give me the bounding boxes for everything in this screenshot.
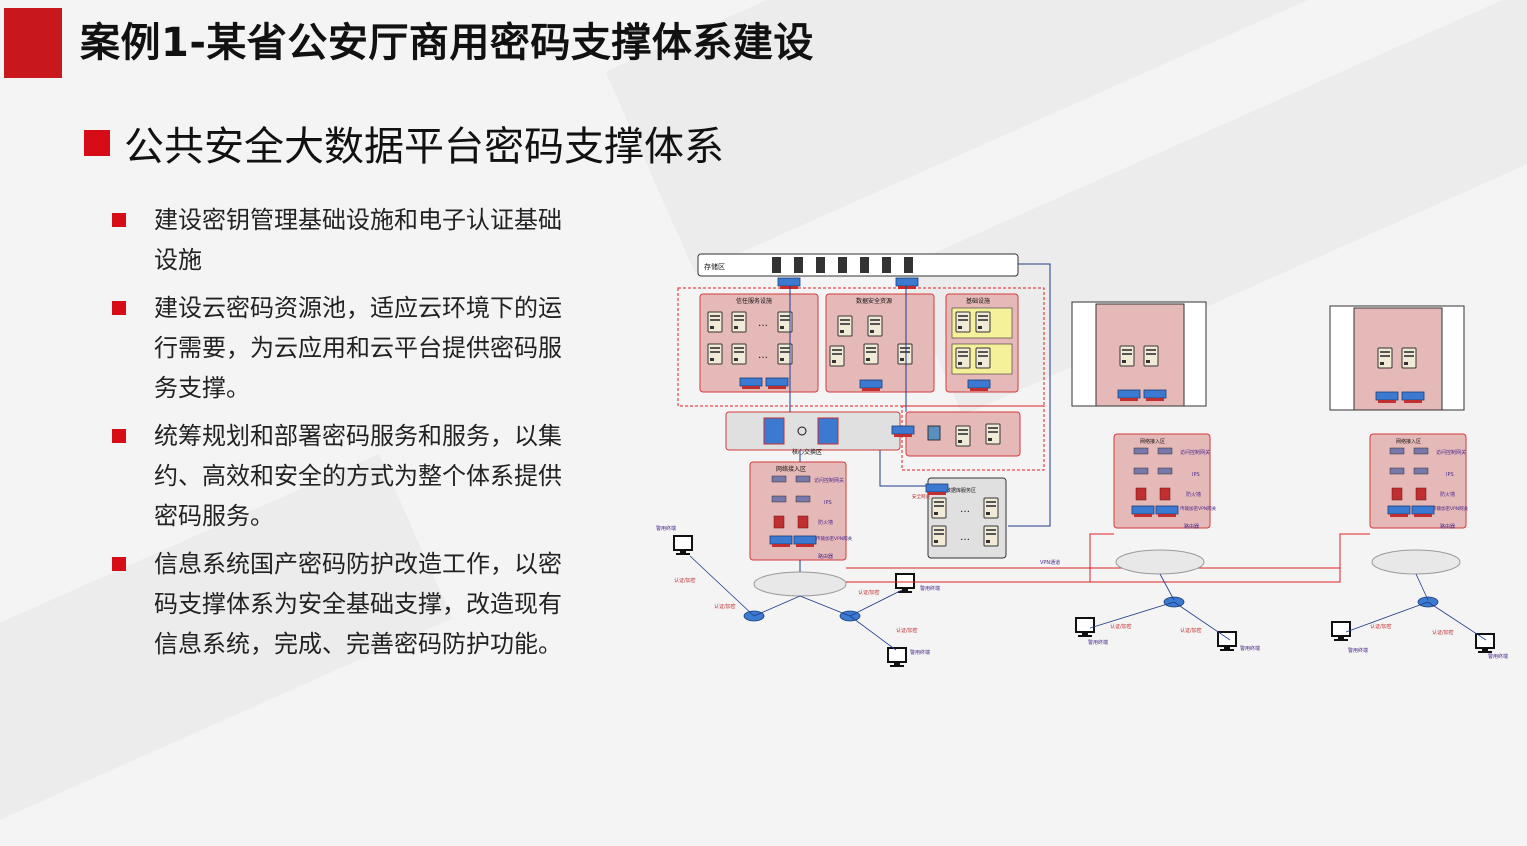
list-item: 统筹规划和部署密码服务和服务，以集约、高效和安全的方式为整个体系提供密码服务。 (112, 416, 582, 536)
trust-area-dashed (677, 287, 1045, 407)
page-title: 案例1-某省公安厅商用密码支撑体系建设 (80, 20, 814, 66)
vpn-gateway-label: 传输加密VPN网关 (1432, 505, 1469, 512)
police-terminal-label: 警用终端 (910, 649, 930, 656)
network-access-label: 网络接入区 (1396, 438, 1421, 445)
ips-label: IPS (824, 500, 832, 506)
vpn-gateway-label: 传输加密VPN网关 (816, 535, 853, 542)
auth-encrypt-label: 认证/加密 (896, 627, 918, 634)
trust-service-label: 信任服务设施 (736, 297, 772, 305)
section-square-icon (84, 130, 110, 156)
access-control-label: 访问控制网关 (814, 477, 844, 484)
bullet-text: 建设云密码资源池，适应云环境下的运行需要，为云应用和云平台提供密码服务支撑。 (154, 294, 562, 402)
police-terminal-label: 警用终端 (1348, 647, 1368, 654)
svg-text:…: … (758, 318, 768, 329)
vpn-channel-label: VPN通道 (1040, 559, 1060, 566)
svg-text:…: … (960, 532, 970, 543)
firewall-label: 防火墙 (1186, 491, 1201, 498)
auth-encrypt-label: 认证/加密 (674, 577, 696, 584)
router-label: 路由器 (818, 553, 833, 560)
db-service-label: 数据库服务区 (946, 487, 976, 494)
list-item: 建设云密码资源池，适应云环境下的运行需要，为云应用和云平台提供密码服务支撑。 (112, 288, 582, 408)
list-item: 信息系统国产密码防护改造工作，以密码支撑体系为安全基础支撑，改造现有信息系统，完… (112, 544, 582, 664)
bullet-text: 统筹规划和部署密码服务和服务，以集约、高效和安全的方式为整个体系提供密码服务。 (154, 422, 562, 530)
ips-label: IPS (1446, 472, 1454, 478)
access-control-label: 访问控制网关 (1436, 449, 1466, 456)
svg-text:…: … (758, 350, 768, 361)
storage-zone-label: 存储区 (704, 262, 725, 271)
police-terminal-label: 警用终端 (1488, 653, 1508, 660)
svg-text:…: … (960, 504, 970, 515)
vpn-gateway-label: 传输加密VPN网关 (1180, 505, 1217, 512)
internet-cloud (753, 571, 847, 597)
police-terminal-label: 警用终端 (1240, 645, 1260, 652)
core-exchange-zone (725, 411, 901, 451)
bullet-square-icon (112, 213, 126, 227)
bullet-square-icon (112, 301, 126, 315)
auth-encrypt-label: 认证/加密 (714, 603, 736, 610)
network-architecture-diagram: 存储区 信任服务设施 … … 数据安全资源 基础设施 核心交换区 网络接入区 访… (656, 253, 1508, 668)
bullet-text: 建设密钥管理基础设施和电子认证基础设施 (154, 206, 562, 274)
access-control-label: 访问控制网关 (1180, 449, 1210, 456)
network-access-zone-main (749, 461, 847, 561)
police-terminal-label: 警用终端 (656, 525, 676, 532)
trust-service-zone (699, 293, 819, 393)
bullet-text: 信息系统国产密码防护改造工作，以密码支撑体系为安全基础支撑，改造现有信息系统，完… (154, 550, 562, 658)
data-security-zone (825, 293, 935, 393)
data-security-label: 数据安全资源 (856, 297, 892, 305)
auth-encrypt-label: 认证/加密 (1432, 629, 1454, 636)
auth-encrypt-label: 认证/加密 (1110, 623, 1132, 630)
network-access-zone-site2 (1113, 433, 1211, 529)
ips-label: IPS (1192, 472, 1200, 478)
bullet-square-icon (112, 557, 126, 571)
network-access-label: 网络接入区 (1140, 438, 1165, 445)
storage-zone-box (697, 253, 1019, 277)
firewall-label: 防火墙 (1440, 491, 1455, 498)
router-label: 路由器 (1184, 523, 1199, 530)
security-zone-dashed (901, 405, 1045, 471)
bullet-list: 建设密钥管理基础设施和电子认证基础设施 建设云密码资源池，适应云环境下的运行需要… (112, 200, 582, 672)
title-accent-bar (4, 8, 62, 78)
bullet-square-icon (112, 429, 126, 443)
network-access-label: 网络接入区 (776, 465, 806, 473)
auth-encrypt-label: 认证/加密 (858, 589, 880, 596)
police-terminal-label: 警用终端 (1088, 639, 1108, 646)
infrastructure-label: 基础设施 (966, 297, 990, 305)
security-gateway-label: 安全网关 (912, 493, 930, 500)
core-exchange-label: 核心交换区 (792, 448, 822, 456)
router-label: 路由器 (1440, 523, 1455, 530)
section-subtitle: 公共安全大数据平台密码支撑体系 (124, 124, 724, 170)
firewall-label: 防火墙 (818, 519, 833, 526)
auth-encrypt-label: 认证/加密 (1370, 623, 1392, 630)
list-item: 建设密钥管理基础设施和电子认证基础设施 (112, 200, 582, 280)
auth-encrypt-label: 认证/加密 (1180, 627, 1202, 634)
network-access-zone-site3 (1369, 433, 1467, 529)
section-heading: 公共安全大数据平台密码支撑体系 (84, 113, 724, 173)
police-terminal-label: 警用终端 (920, 585, 940, 592)
